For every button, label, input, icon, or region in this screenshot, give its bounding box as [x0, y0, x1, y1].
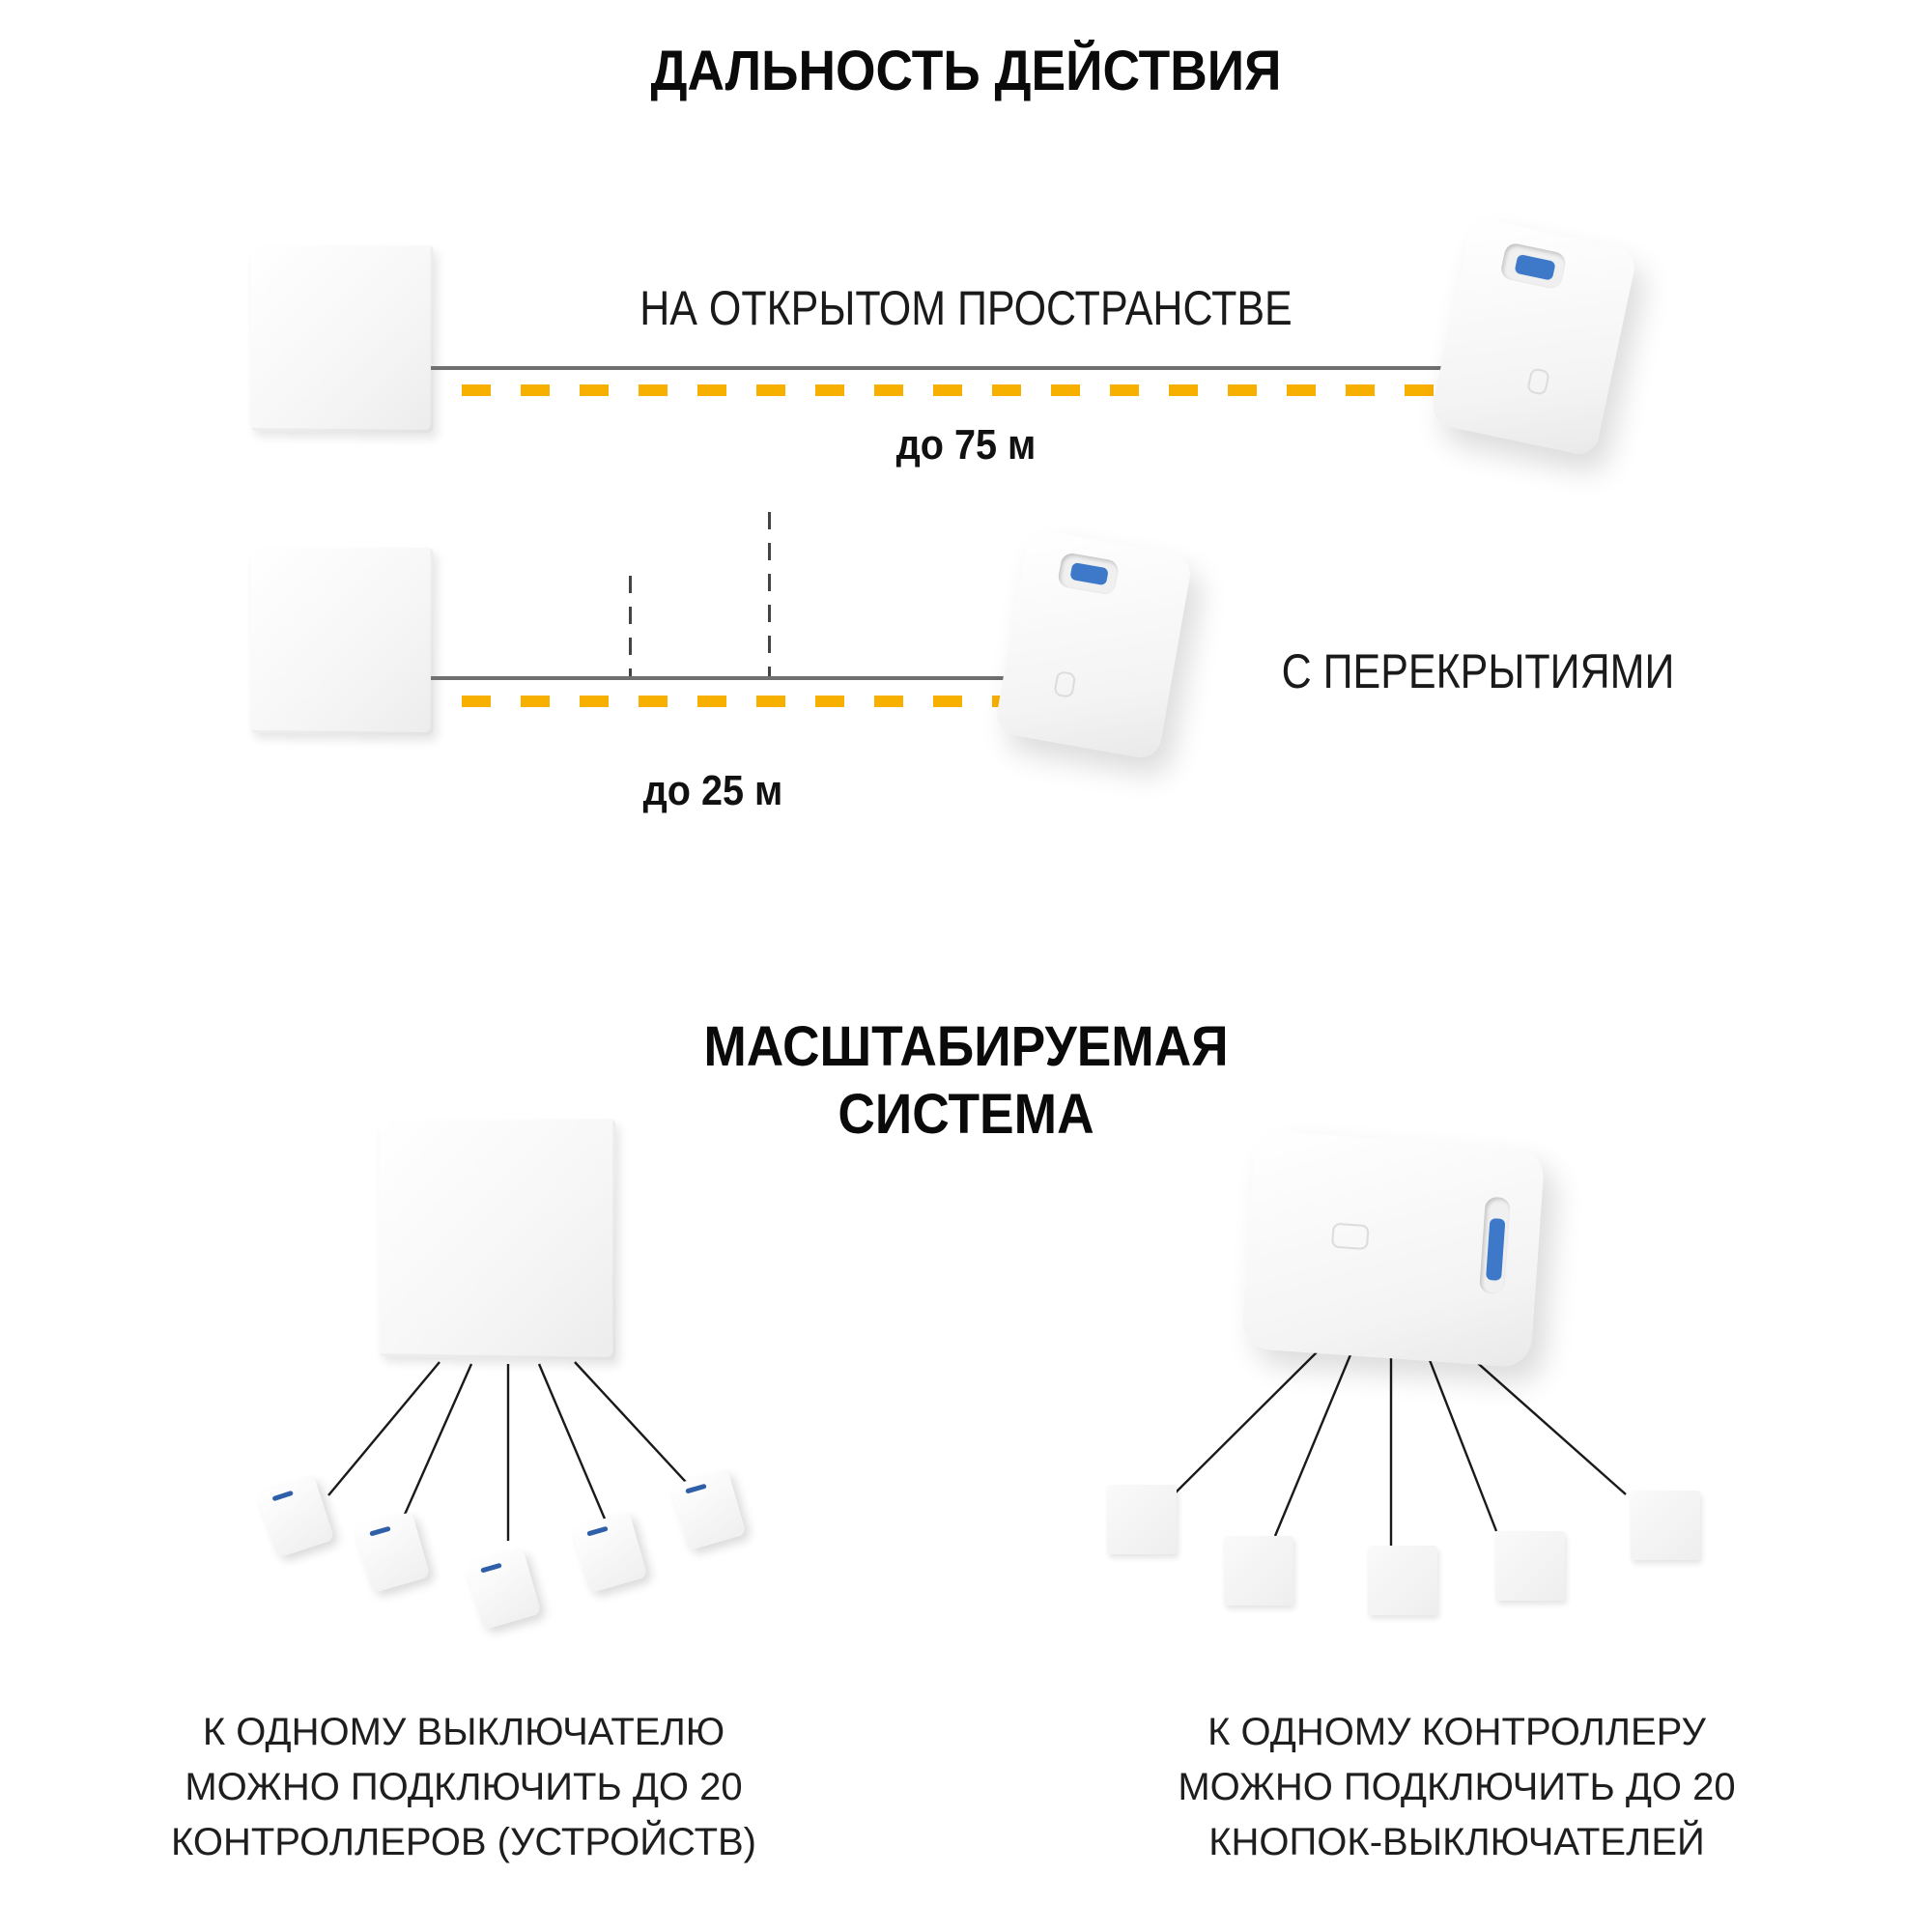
left-caption-line3: КОНТРОЛЛЕРОВ (УСТРОЙСТВ)	[170, 1821, 756, 1863]
obstacles-distance: до 25 м	[642, 767, 783, 814]
scalable-title-line2: СИСТЕМА	[838, 1083, 1094, 1146]
right-caption-line2: МОЖНО ПОДКЛЮЧИТЬ ДО 20	[1178, 1766, 1736, 1808]
open-space-distance: до 75 м	[895, 421, 1037, 469]
signal-dashes	[462, 384, 1439, 396]
wall-switch-panel-icon	[1495, 1531, 1565, 1601]
left-caption: К ОДНОМУ ВЫКЛЮЧАТЕЛЮ МОЖНО ПОДКЛЮЧИТЬ ДО…	[126, 1705, 802, 1870]
right-caption-line3: КНОПОК-ВЫКЛЮЧАТЕЛЕЙ	[1208, 1821, 1705, 1863]
wall-switch-panel-icon	[1631, 1491, 1700, 1560]
scalable-title-line1: МАСШТАБИРУЕМАЯ	[703, 1015, 1229, 1078]
signal-dashes	[462, 696, 1003, 707]
wall-obstacle-dashed-line	[629, 576, 632, 676]
right-caption: К ОДНОМУ КОНТРОЛЛЕРУ МОЖНО ПОДКЛЮЧИТЬ ДО…	[1119, 1705, 1795, 1870]
link-line	[431, 366, 1447, 370]
relay-controller-icon	[1240, 1129, 1546, 1369]
wall-switch-panel-icon	[379, 1118, 616, 1361]
link-line	[431, 676, 1009, 680]
obstacles-label: С ПЕРЕКРЫТИЯМИ	[1281, 644, 1675, 698]
left-caption-line1: К ОДНОМУ ВЫКЛЮЧАТЕЛЮ	[202, 1711, 725, 1753]
open-space-label: НА ОТКРЫТОМ ПРОСТРАНСТВЕ	[639, 281, 1293, 335]
left-caption-line2: МОЖНО ПОДКЛЮЧИТЬ ДО 20	[185, 1766, 743, 1808]
wall-switch-panel-icon	[1107, 1485, 1177, 1554]
range-title: ДАЛЬНОСТЬ ДЕЙСТВИЯ	[650, 40, 1282, 102]
wall-switch-panel-icon	[1224, 1536, 1293, 1605]
wall-switch-panel-icon	[1368, 1546, 1437, 1615]
wall-obstacle-dashed-line	[768, 512, 771, 676]
right-caption-line1: К ОДНОМУ КОНТРОЛЛЕРУ	[1208, 1711, 1706, 1753]
